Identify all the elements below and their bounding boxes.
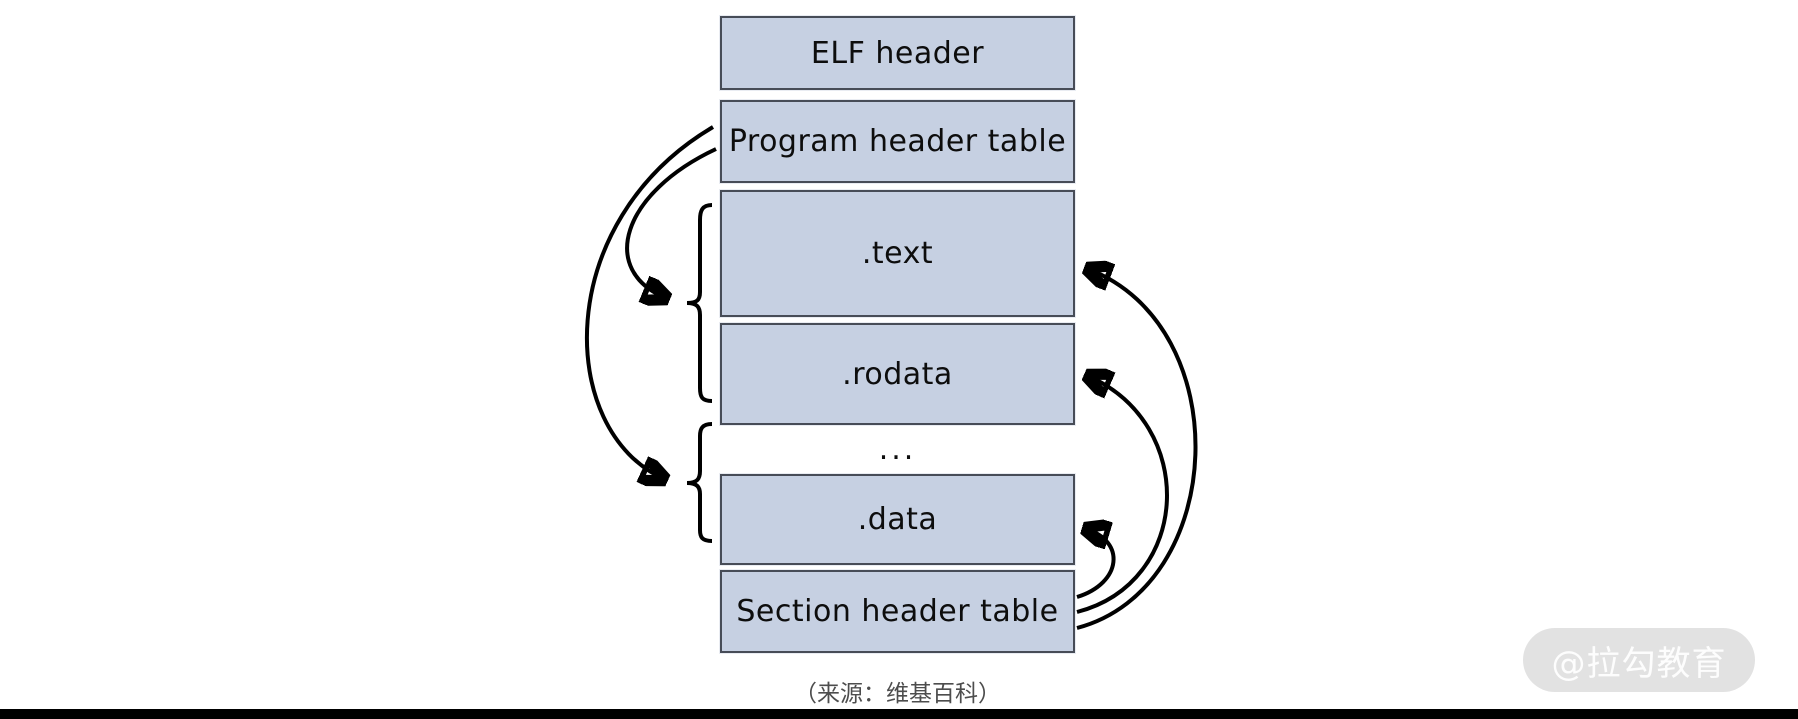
box-section-header-table: Section header table	[719, 569, 1076, 654]
segment-brace-text-rodata	[686, 203, 713, 403]
box-data-section: .data	[719, 473, 1076, 566]
bottom-black-bar	[0, 709, 1798, 719]
box-elf-header-label: ELF header	[810, 35, 985, 71]
box-rodata-section: .rodata	[719, 322, 1076, 426]
arrow-sht-to-data	[1076, 529, 1116, 599]
source-caption: （来源：维基百科）	[794, 681, 1001, 707]
watermark-badge: @拉勾教育	[1523, 628, 1755, 692]
arrow-sht-to-text	[1076, 269, 1198, 630]
box-section-header-table-label: Section header table	[736, 594, 1059, 629]
box-program-header-table-label: Program header table	[728, 124, 1067, 159]
box-program-header-table: Program header table	[719, 99, 1076, 184]
box-data-section-label: .data	[857, 502, 938, 537]
arrow-sht-to-rodata	[1076, 376, 1169, 614]
watermark-text: @拉勾教育	[1551, 643, 1727, 684]
segment-brace-ellipsis-data	[686, 422, 713, 543]
box-text-section-label: .text	[861, 236, 934, 271]
ellipsis-label: ...	[878, 432, 917, 467]
box-rodata-section-label: .rodata	[842, 356, 953, 392]
arrow-pht-to-text-segment	[625, 147, 717, 298]
box-elf-header: ELF header	[719, 15, 1076, 91]
ellipsis-row: ...	[720, 425, 1075, 474]
arrow-pht-to-data-segment	[585, 125, 715, 479]
box-text-section: .text	[719, 189, 1076, 318]
